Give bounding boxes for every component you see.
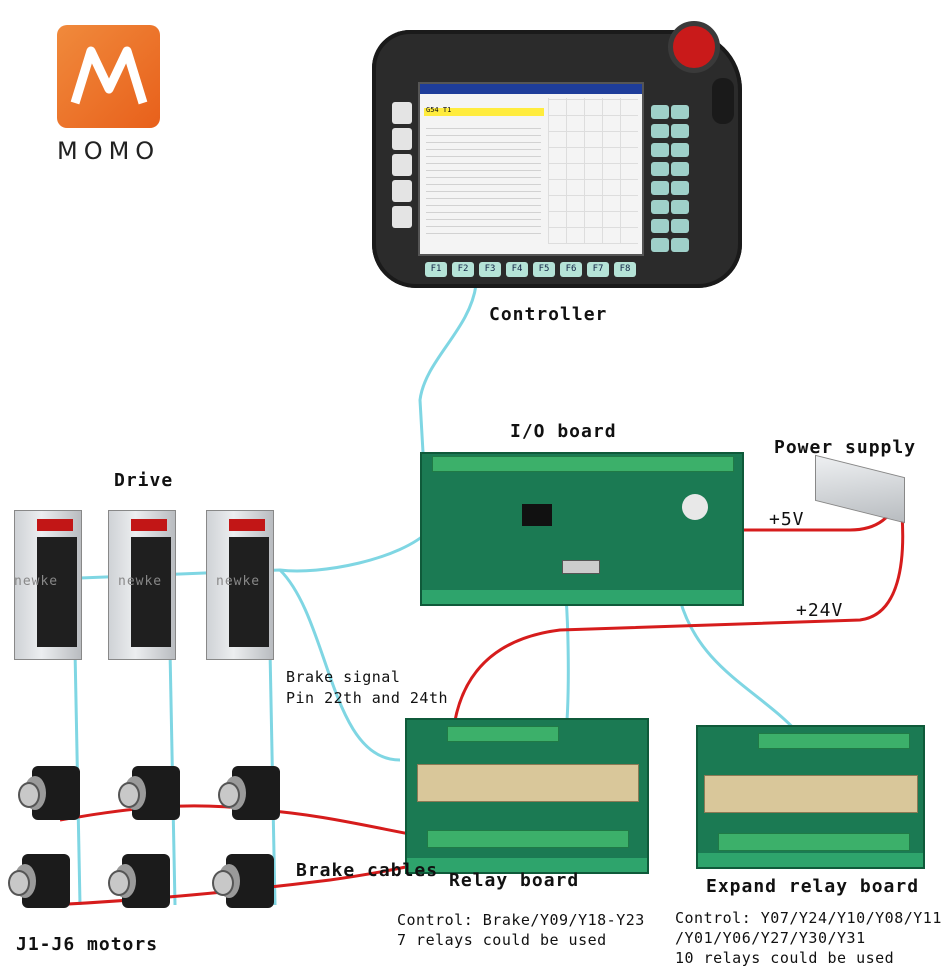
key-minus2 [651, 124, 669, 138]
pendant-key-run [392, 154, 412, 176]
io-board-label: I/O board [510, 421, 617, 442]
relay-control-line-1: Control: Brake/Y09/Y18-Y23 [397, 910, 645, 931]
pendant-key-step [392, 128, 412, 150]
motor-j5 [108, 850, 172, 912]
v5-label: +5V [769, 509, 805, 530]
io-connector [562, 560, 600, 574]
screen-coordinates [426, 124, 541, 234]
fkey-5: F5 [533, 262, 555, 277]
fkey-8: F8 [614, 262, 636, 277]
drive-display [229, 519, 265, 531]
expand-relay-bank [704, 775, 918, 813]
drive-label: Drive [114, 470, 173, 491]
expand-control-line-3: 10 relays could be used [675, 948, 894, 969]
key-plus5 [671, 181, 689, 195]
motor-j3 [218, 762, 282, 824]
controller-label: Controller [489, 304, 607, 325]
momo-logo [57, 25, 160, 128]
power-supply-label: Power supply [774, 437, 916, 458]
expand-relay-board [696, 725, 925, 869]
motor-j2 [118, 762, 182, 824]
watermark-1: newke [14, 574, 58, 589]
brake-signal-cable [280, 570, 400, 760]
motor-j1 [18, 762, 82, 824]
relay-terminal-bottom [427, 830, 629, 848]
expand-control-line-2: /Y01/Y06/Y27/Y30/Y31 [675, 928, 866, 949]
relay-board [405, 718, 649, 874]
expand-control-line-1: Control: Y07/Y24/Y10/Y08/Y11 [675, 908, 942, 929]
screen-title-bar [420, 84, 642, 94]
expand-relay-board-label: Expand relay board [706, 876, 919, 897]
logo-text: MOMO [57, 137, 167, 165]
watermark-2: newke [118, 574, 162, 589]
logo-mark-icon [57, 25, 160, 128]
key-plus1 [671, 105, 689, 119]
screen-program-line: G54 T1 [426, 106, 451, 114]
expand-terminal-top [758, 733, 910, 749]
key-plus4 [671, 162, 689, 176]
key-minus3 [651, 143, 669, 157]
key-minus6 [651, 200, 669, 214]
watermark-3: newke [216, 574, 260, 589]
motor-j4 [8, 850, 72, 912]
motor-j6 [212, 850, 276, 912]
key-plus3 [671, 143, 689, 157]
fkey-1: F1 [425, 262, 447, 277]
key-minus5 [651, 181, 669, 195]
drive-panel [37, 537, 77, 647]
drive-display [131, 519, 167, 531]
pendant-key-coord [392, 180, 412, 202]
fkey-7: F7 [587, 262, 609, 277]
fkey-2: F2 [452, 262, 474, 277]
pendant-handle-knob [712, 78, 734, 124]
fkey-4: F4 [506, 262, 528, 277]
fkey-6: F6 [560, 262, 582, 277]
controller-io-cable [420, 285, 476, 470]
drive-panel [131, 537, 171, 647]
drive-panel [229, 537, 269, 647]
io-capacitor [682, 494, 708, 520]
relay-control-line-2: 7 relays could be used [397, 930, 607, 951]
io-board [420, 452, 744, 606]
key-minus1 [651, 105, 669, 119]
pendant-key-servo [392, 102, 412, 124]
key-minus4 [651, 162, 669, 176]
key-minus8 [651, 238, 669, 252]
relay-bank [417, 764, 639, 802]
relay-terminal-top [447, 726, 559, 742]
key-plus6 [671, 200, 689, 214]
brake-pin-label: Pin 22th and 24th [286, 688, 448, 709]
io-chip [522, 504, 552, 526]
key-plus8 [671, 238, 689, 252]
pendant-key-hand [392, 206, 412, 228]
v24-label: +24V [796, 600, 843, 621]
pendant-screen: G54 T1 [418, 82, 644, 256]
io-terminal-top [432, 456, 734, 472]
relay-board-label: Relay board [449, 870, 579, 891]
screen-keypad-grid [548, 98, 638, 244]
drive-display [37, 519, 73, 531]
brake-signal-label: Brake signal [286, 667, 400, 688]
key-plus2 [671, 124, 689, 138]
emergency-stop-icon [668, 21, 720, 73]
motors-label: J1-J6 motors [16, 934, 158, 955]
expand-terminal-bottom [718, 833, 910, 851]
fkey-3: F3 [479, 262, 501, 277]
brake-cables-label: Brake cables [296, 860, 438, 881]
key-minus7 [651, 219, 669, 233]
key-plus7 [671, 219, 689, 233]
